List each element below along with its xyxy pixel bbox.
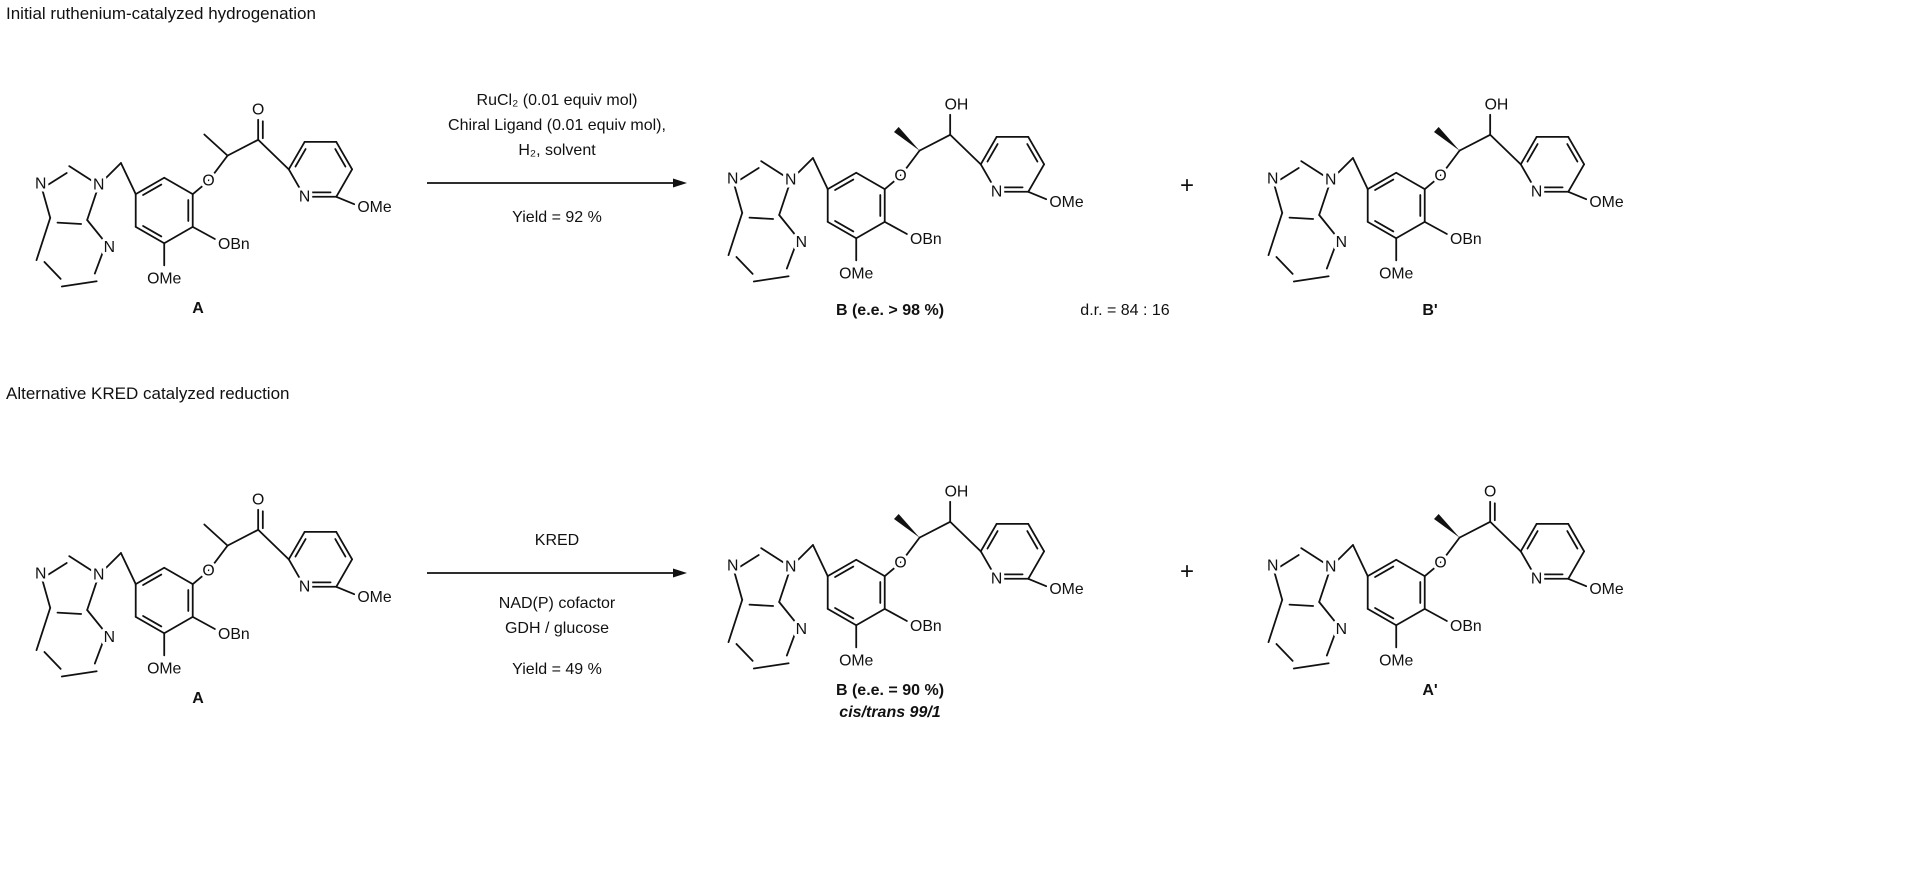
n-atom-label: N <box>93 567 104 584</box>
section1-title: Initial ruthenium-catalyzed hydrogenatio… <box>6 4 316 23</box>
yield-text: Yield = 92 % <box>512 209 602 226</box>
n-atom-label: N <box>1336 234 1347 251</box>
n-atom-label: N <box>299 578 310 595</box>
condition-line: NAD(P) cofactor <box>498 595 616 612</box>
n-atom-label: N <box>1531 570 1542 587</box>
compound-label-A-1: A <box>192 300 204 317</box>
condition-line: GDH / glucose <box>504 620 610 637</box>
n-atom-label: N <box>796 234 807 251</box>
dr-ratio-note: d.r. = 84 : 16 <box>1080 302 1170 319</box>
o-ether-atom-label: O <box>202 172 214 189</box>
ome-group-label: OMe <box>1379 266 1413 283</box>
compound-sublabel-cis-trans: cis/trans 99/1 <box>839 704 941 721</box>
condition-line: KRED <box>534 532 580 549</box>
o-ether-atom-label: O <box>202 562 214 579</box>
compound-label-Aprime: A' <box>1422 682 1438 699</box>
hydroxyl-label: OH <box>945 484 969 501</box>
obn-group-label: OBn <box>218 236 250 253</box>
ome-group-label: OMe <box>1049 194 1083 211</box>
obn-group-label: OBn <box>910 618 942 635</box>
condition-line: Chiral Ligand (0.01 equiv mol), <box>448 117 666 134</box>
o-ether-atom-label: O <box>1434 554 1446 571</box>
compound-label-B-1: B (e.e. > 98 %) <box>835 302 945 319</box>
reaction-arrow <box>427 568 687 578</box>
ome-group-label: OMe <box>357 589 391 606</box>
n-atom-label: N <box>796 621 807 638</box>
carbonyl-o-label: O <box>252 492 264 509</box>
carbonyl-o-label: O <box>1484 484 1496 501</box>
reaction-conditions-2: KRED NAD(P) cofactor GDH / glucose Yield… <box>422 528 692 682</box>
compound-label-A-2: A <box>192 690 204 707</box>
ome-group-label: OMe <box>839 653 873 670</box>
obn-group-label: OBn <box>910 231 942 248</box>
n-atom-label: N <box>35 176 46 193</box>
compound-label-B-2: B (e.e. = 90 %) <box>835 682 945 699</box>
n-atom-label: N <box>991 570 1002 587</box>
o-ether-atom-label: O <box>1434 167 1446 184</box>
n-atom-label: N <box>785 559 796 576</box>
plus-sign-2: + <box>1180 558 1195 585</box>
n-atom-label: N <box>1336 621 1347 638</box>
reaction-conditions-1: RuCl₂ (0.01 equiv mol) Chiral Ligand (0.… <box>422 88 692 230</box>
n-atom-label: N <box>93 177 104 194</box>
ome-group-label: OMe <box>1589 194 1623 211</box>
ome-group-label: OMe <box>357 199 391 216</box>
ome-group-label: OMe <box>1379 653 1413 670</box>
n-atom-label: N <box>1267 171 1278 188</box>
hydroxyl-label: OH <box>945 97 969 114</box>
reaction-arrow <box>427 178 687 188</box>
n-atom-label: N <box>1325 172 1336 189</box>
n-atom-label: N <box>104 629 115 646</box>
hydroxyl-label: OH <box>1485 97 1509 114</box>
n-atom-label: N <box>104 239 115 256</box>
n-atom-label: N <box>1267 558 1278 575</box>
n-atom-label: N <box>785 172 796 189</box>
plus-sign-1: + <box>1180 172 1195 199</box>
n-atom-label: N <box>1325 559 1336 576</box>
ome-group-label: OMe <box>1589 581 1623 598</box>
n-atom-label: N <box>991 183 1002 200</box>
ome-group-label: OMe <box>147 661 181 678</box>
carbonyl-o-label: O <box>252 102 264 119</box>
ome-group-label: OMe <box>147 271 181 288</box>
o-ether-atom-label: O <box>894 554 906 571</box>
ome-group-label: OMe <box>839 266 873 283</box>
n-atom-label: N <box>727 558 738 575</box>
compound-label-Bprime: B' <box>1422 302 1438 319</box>
condition-line: RuCl₂ (0.01 equiv mol) <box>476 92 638 109</box>
ome-group-label: OMe <box>1049 581 1083 598</box>
n-atom-label: N <box>727 171 738 188</box>
obn-group-label: OBn <box>1450 231 1482 248</box>
n-atom-label: N <box>299 188 310 205</box>
obn-group-label: OBn <box>218 626 250 643</box>
condition-line: H₂, solvent <box>518 142 596 159</box>
o-ether-atom-label: O <box>894 167 906 184</box>
yield-text: Yield = 49 % <box>512 661 602 678</box>
n-atom-label: N <box>1531 183 1542 200</box>
obn-group-label: OBn <box>1450 618 1482 635</box>
n-atom-label: N <box>35 566 46 583</box>
section2-title: Alternative KRED catalyzed reduction <box>6 384 290 403</box>
